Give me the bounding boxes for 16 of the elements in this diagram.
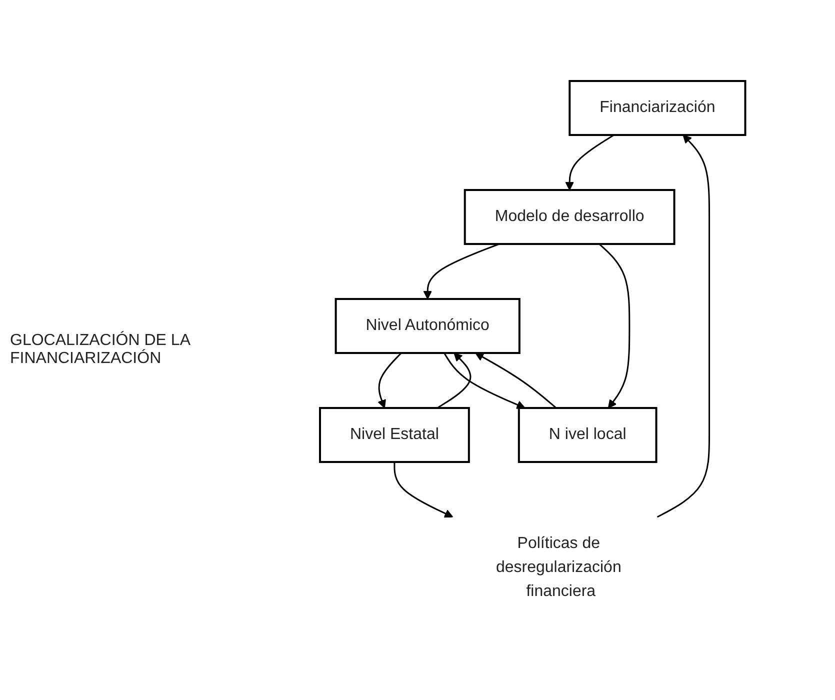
note-text: GLOCALIZACIÓN DE LA FINANCIARIZACIÓN	[10, 332, 192, 368]
node-box: Modelo de desarrollo	[464, 189, 676, 245]
arrow	[423, 243, 500, 300]
node-box: Financiarización	[568, 80, 746, 136]
node-box: Nivel Estatal	[318, 407, 470, 463]
arrow	[436, 352, 472, 409]
arrow	[598, 243, 630, 408]
node-box: N ivel local	[518, 407, 658, 463]
arrow	[656, 134, 710, 518]
arrow	[443, 352, 526, 409]
arrow	[474, 352, 557, 409]
arrow	[565, 134, 614, 190]
arrow	[378, 352, 402, 408]
node-box: Nivel Autonómico	[334, 298, 520, 354]
arrow	[394, 462, 454, 518]
node-text: Políticas de desregularización financiera	[496, 534, 622, 600]
